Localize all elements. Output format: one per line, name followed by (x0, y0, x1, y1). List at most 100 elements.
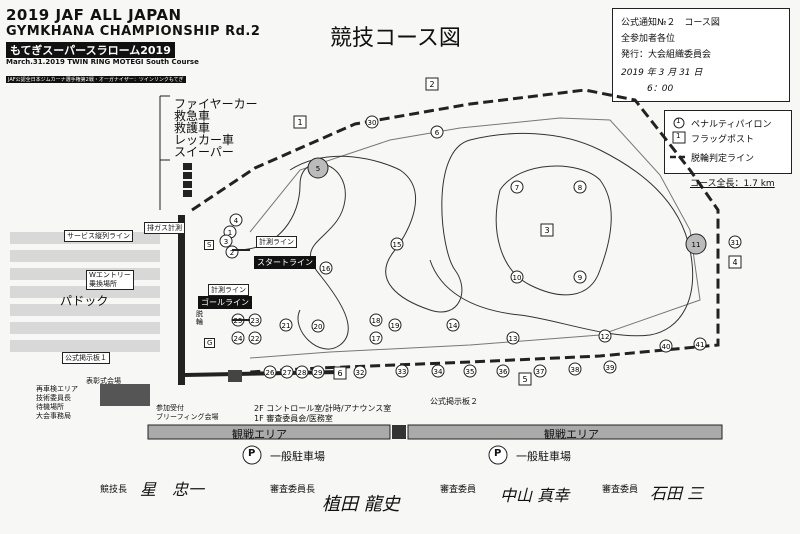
w-entry-label: Wエントリー 乗換場所 (86, 270, 134, 290)
pylon-number: 35 (466, 368, 475, 376)
pylon-marker (231, 331, 245, 345)
vehicle-icons (183, 163, 192, 197)
control-tower (228, 370, 242, 382)
pylon-number: 2 (230, 249, 234, 257)
vehicle-item: ファイヤーカー (174, 97, 258, 111)
parking-label-2: 一般駐車場 (516, 450, 571, 463)
vehicle-item: 救護車 (174, 121, 211, 135)
pylon-number: 19 (391, 322, 400, 330)
pylon-number: 11 (692, 241, 701, 249)
control-labels: 2F コントロール室/計時/アナウンス室 1F 審査委員会/医務室 (254, 404, 391, 424)
event-line-3: もてぎスーパースラローム2019 (6, 42, 175, 58)
pylon-number: 36 (499, 368, 508, 376)
vehicle-item: レッカー車 (174, 133, 235, 147)
page-title: 競技コース図 (330, 26, 461, 51)
pylon-marker (603, 360, 617, 374)
parking-icon (242, 445, 262, 465)
notice-time: 6：00 (647, 84, 674, 94)
event-line-2: GYMKHANA CHAMPIONSHIP Rd.2 (6, 24, 261, 39)
pylon-number: 20 (314, 323, 323, 331)
flag-post-marker (518, 372, 532, 386)
pylon-marker (365, 115, 379, 129)
pylon-marker (295, 365, 309, 379)
pylon-marker (229, 213, 243, 227)
pylon-number: 34 (434, 368, 443, 376)
notice-line-1: 公式通知№２ コース図 (621, 18, 720, 28)
spectator-band-right (407, 424, 723, 440)
pylon-marker (598, 329, 612, 343)
pylon-marker (693, 337, 707, 351)
board2-label: 公式掲示板２ (430, 397, 478, 406)
pylon-marker (263, 365, 277, 379)
pylon-marker (388, 318, 402, 332)
pylon-marker (510, 270, 524, 284)
dnf-boundary-line (191, 88, 720, 374)
waiting-label: 待機場所 (36, 403, 64, 411)
notice-box: 公式通知№２ コース図 全参加者各位 発行：大会組織委員会 2019 年 3 月… (612, 8, 790, 102)
w-entry-line2: 乗換場所 (89, 280, 117, 288)
pylon-number: 30 (368, 119, 377, 127)
pylon-marker (219, 234, 233, 248)
flag-post-marker (540, 223, 554, 237)
event-header: 2019 JAF ALL JAPAN GYMKHANA CHAMPIONSHIP… (6, 6, 262, 83)
service-line-label: サービス縦列ライン (64, 230, 133, 242)
spectator-gate (392, 425, 406, 439)
pylon-marker (496, 364, 510, 378)
pylon-number: 28 (298, 369, 307, 377)
pylon-marker (369, 313, 383, 327)
flag-post-marker (293, 115, 307, 129)
pylon-number: 21 (282, 322, 291, 330)
board1-label: 公式掲示板１ (62, 352, 110, 364)
pylon-number: 13 (509, 335, 518, 343)
pylon-number: 15 (393, 241, 402, 249)
vehicle-list: ファイヤーカー 救急車 救護車 レッカー車 スイーパー (174, 98, 258, 158)
pylon-number: 41 (696, 341, 705, 349)
pylon-number: 3 (224, 238, 228, 246)
parking-label: 一般駐車場 (270, 450, 325, 463)
pylon-number: 12 (601, 333, 610, 341)
legend-pylon-number: 1 (676, 117, 681, 125)
pylon-number: 26 (266, 369, 275, 377)
flag-post-marker (425, 77, 439, 91)
reception-line1: 参加受付 (156, 404, 184, 412)
judge1-signature: 植田 龍史 (322, 494, 400, 515)
paddock-label: パドック (60, 294, 109, 308)
pylon-marker (390, 237, 404, 251)
reception-label: 参加受付 ブリーフィング会場 (156, 404, 218, 422)
event-line-4: March.31.2019 TWIN RING MOTEGI South Cou… (6, 58, 199, 66)
flag-post-marker (333, 366, 347, 380)
flag-post-number: 4 (732, 258, 737, 267)
w-entry-line1: Wエントリー (89, 271, 131, 279)
pylon-number: 38 (571, 366, 580, 374)
pylon-marker (510, 180, 524, 194)
pylon-marker (395, 364, 409, 378)
course-length: コース全長：1.7 km (690, 179, 775, 189)
pylon-marker (430, 125, 444, 139)
start-line-label: スタートライン (254, 256, 316, 269)
pylon-marker (280, 365, 294, 379)
start-mark: S (204, 240, 215, 250)
pylon-marker (311, 319, 325, 333)
dnf-side-mark: 脱 輪 (196, 310, 203, 326)
pylon-marker (279, 318, 293, 332)
dnf-mark-1: 脱 (196, 310, 203, 318)
parking-icon (488, 445, 508, 465)
pylon-marker (573, 270, 587, 284)
parking-letter: P (494, 448, 502, 459)
pylon-marker (659, 339, 673, 353)
pylon-number: 18 (372, 317, 381, 325)
pylon-number: 33 (398, 368, 407, 376)
judge2-signature: 中山 真幸 (500, 486, 570, 505)
pylon-marker (573, 180, 587, 194)
pylon-marker (463, 364, 477, 378)
flag-post-number: 5 (522, 375, 527, 384)
notice-line-3: 発行：大会組織委員会 (621, 50, 712, 60)
pylon-number: 9 (578, 274, 582, 282)
pylon-number: 7 (515, 184, 519, 192)
flag-post-number: 1 (297, 118, 302, 127)
tech-area-labels: 再車検エリア 技術委員長 待機場所 大会事務局 (36, 385, 78, 421)
notice-line-2: 全参加者各位 (621, 34, 676, 44)
